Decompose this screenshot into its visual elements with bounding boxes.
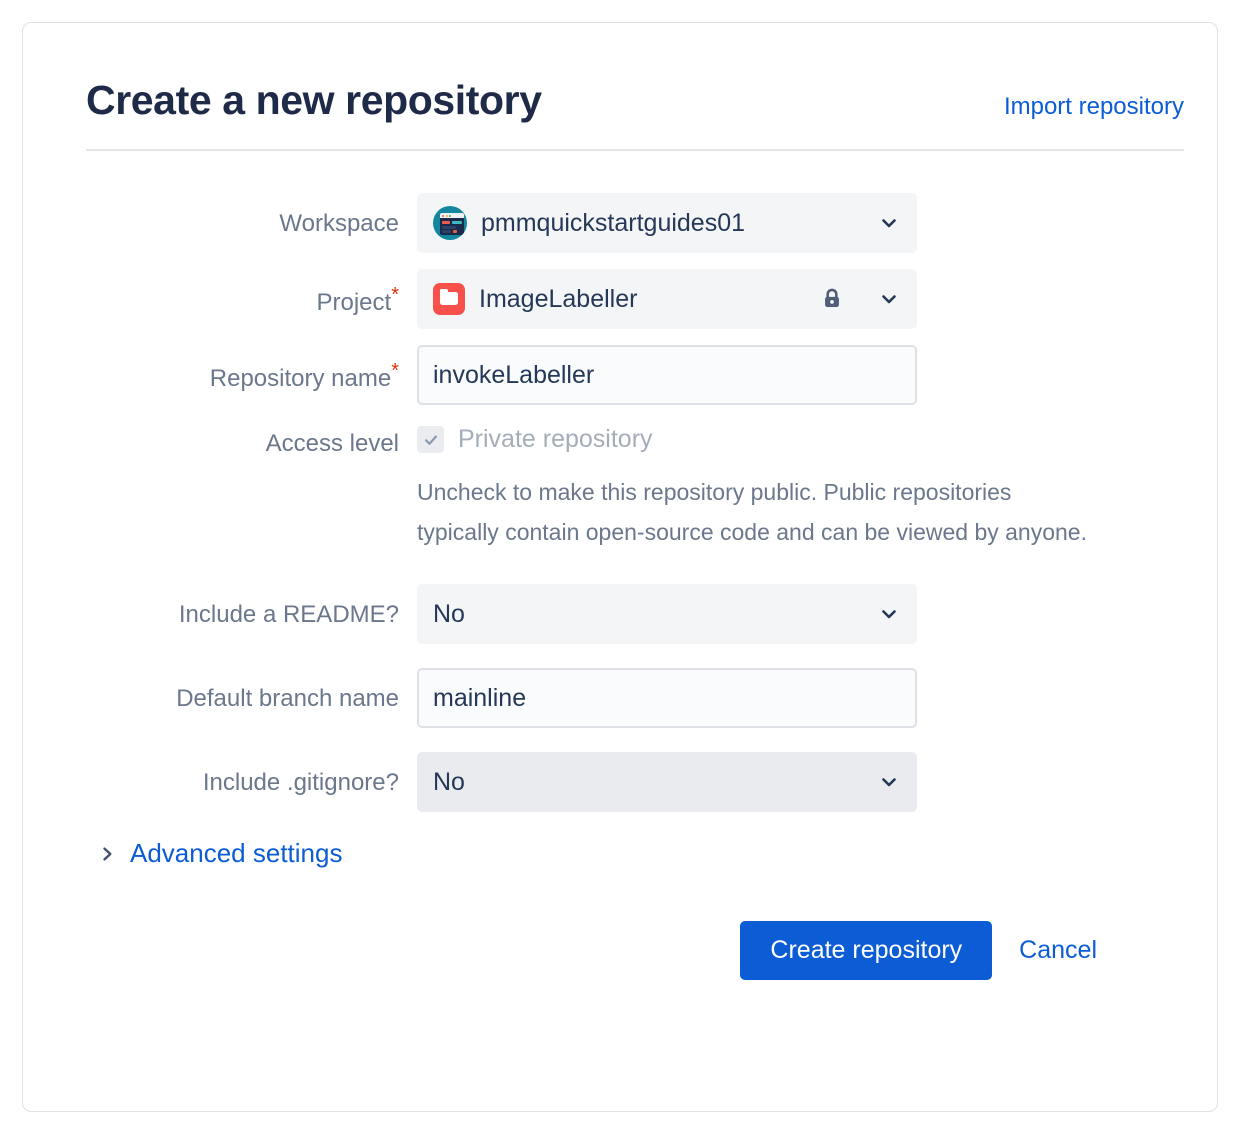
chevron-down-icon bbox=[877, 770, 901, 794]
access-level-help-text: Uncheck to make this repository public. … bbox=[417, 479, 1087, 545]
create-repository-card: Create a new repository Import repositor… bbox=[22, 22, 1218, 1112]
private-repository-row[interactable]: Private repository bbox=[417, 421, 1184, 454]
project-label: Project* bbox=[86, 269, 417, 319]
include-readme-select[interactable]: No bbox=[417, 584, 917, 645]
include-readme-label-text: Include a README? bbox=[178, 601, 399, 629]
form-actions: Create repository Cancel bbox=[86, 921, 1184, 981]
default-branch-label: Default branch name bbox=[86, 668, 417, 715]
chevron-down-icon bbox=[877, 602, 901, 626]
chevron-right-icon bbox=[97, 843, 117, 865]
lock-icon bbox=[819, 286, 845, 312]
advanced-settings-label: Advanced settings bbox=[130, 838, 343, 869]
advanced-settings-toggle[interactable]: Advanced settings bbox=[97, 838, 342, 869]
folder-icon bbox=[433, 283, 465, 316]
project-value: ImageLabeller bbox=[479, 284, 638, 313]
workspace-avatar-icon bbox=[433, 206, 467, 241]
form-row-include-gitignore: Include .gitignore? No bbox=[86, 752, 1184, 813]
chevron-down-icon bbox=[877, 211, 901, 235]
cancel-button[interactable]: Cancel bbox=[1015, 921, 1101, 980]
form-row-repository-name: Repository name* bbox=[86, 345, 1184, 406]
repository-name-required-marker: * bbox=[391, 360, 399, 383]
chevron-down-icon bbox=[877, 287, 901, 311]
workspace-label: Workspace bbox=[86, 193, 417, 240]
project-label-text: Project bbox=[316, 289, 392, 317]
default-branch-label-text: Default branch name bbox=[176, 685, 399, 713]
include-gitignore-value: No bbox=[433, 767, 465, 796]
default-branch-input[interactable] bbox=[417, 668, 917, 729]
form-row-project: Project* ImageLabeller bbox=[86, 269, 1184, 330]
create-repository-button[interactable]: Create repository bbox=[740, 921, 993, 981]
import-repository-link[interactable]: Import repository bbox=[1003, 93, 1184, 120]
form-row-workspace: Workspace bbox=[86, 193, 1184, 254]
card-header: Create a new repository Import repositor… bbox=[86, 77, 1184, 152]
include-gitignore-select[interactable]: No bbox=[417, 752, 917, 813]
private-repository-label: Private repository bbox=[458, 425, 653, 454]
include-readme-label: Include a README? bbox=[86, 584, 417, 631]
repository-name-label-text: Repository name bbox=[209, 365, 392, 393]
repository-name-label: Repository name* bbox=[86, 345, 417, 395]
workspace-label-text: Workspace bbox=[279, 210, 399, 238]
include-gitignore-label-text: Include .gitignore? bbox=[202, 769, 399, 797]
workspace-value: pmmquickstartguides01 bbox=[481, 208, 746, 237]
check-icon bbox=[424, 435, 437, 445]
include-readme-value: No bbox=[433, 599, 465, 628]
card-content: Create a new repository Import repositor… bbox=[86, 77, 1184, 981]
access-level-label-text: Access level bbox=[265, 430, 399, 458]
repository-name-input[interactable] bbox=[417, 345, 917, 406]
include-gitignore-label: Include .gitignore? bbox=[86, 752, 417, 799]
form-row-default-branch: Default branch name bbox=[86, 668, 1184, 729]
create-repository-form: Workspace bbox=[86, 193, 1184, 869]
project-select[interactable]: ImageLabeller bbox=[417, 269, 917, 330]
workspace-select[interactable]: pmmquickstartguides01 bbox=[417, 193, 917, 254]
page-title: Create a new repository bbox=[86, 77, 542, 123]
form-row-access-level: Access level Private repository Uncheck … bbox=[86, 421, 1184, 552]
project-required-marker: * bbox=[391, 284, 399, 307]
access-level-label: Access level bbox=[86, 421, 417, 460]
private-repository-checkbox[interactable] bbox=[417, 426, 444, 454]
form-row-include-readme: Include a README? No bbox=[86, 584, 1184, 645]
